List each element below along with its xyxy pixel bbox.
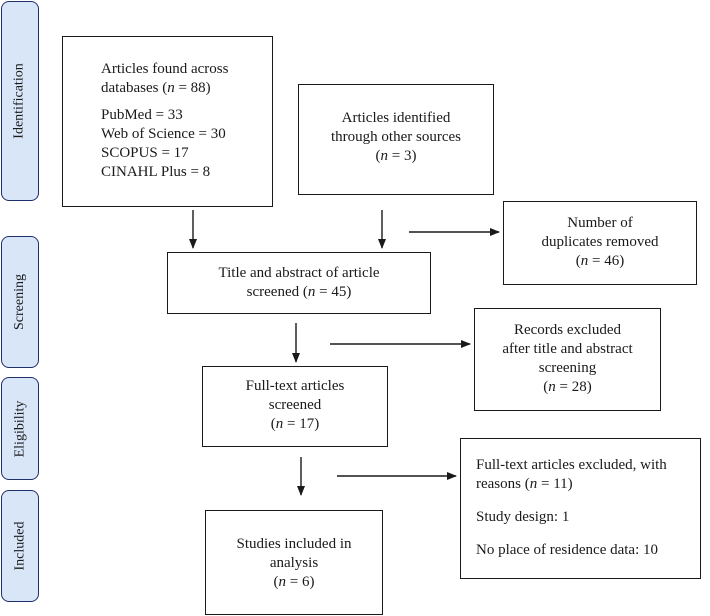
- reason-study-design: Study design: 1: [476, 509, 570, 525]
- source-scopus: SCOPUS = 17: [101, 145, 189, 161]
- fulltext-line1: Full-text articles: [245, 378, 345, 394]
- box-records-excluded: Records excluded after title and abstrac…: [474, 308, 661, 411]
- other-sources-line2: through other sources: [331, 129, 461, 145]
- box-databases: Articles found across databases (n = 88)…: [62, 36, 273, 207]
- fulltext-count: (n = 17): [270, 416, 320, 432]
- box-duplicates-removed: Number of duplicates removed (n = 46): [503, 201, 697, 285]
- box-fulltext-screened: Full-text articles screened (n = 17): [202, 366, 388, 447]
- fulltext-excluded-line1: Full-text articles excluded, with: [476, 457, 667, 473]
- reason-no-residence-data: No place of residence data: 10: [476, 542, 658, 558]
- title-abstract-line1: Title and abstract of article: [218, 265, 380, 281]
- source-cinahl-plus: CINAHL Plus = 8: [101, 164, 211, 180]
- duplicates-line2: duplicates removed: [541, 234, 659, 250]
- included-line1: Studies included in: [236, 536, 352, 552]
- other-sources-line1: Articles identified: [341, 110, 451, 126]
- fulltext-line2: screened: [268, 397, 322, 413]
- records-excluded-line1: Records excluded: [513, 322, 622, 338]
- databases-count: databases (n = 88): [101, 80, 211, 96]
- box-fulltext-excluded: Full-text articles excluded, with reason…: [460, 438, 701, 579]
- fulltext-excluded-count: reasons (n = 11): [476, 476, 573, 492]
- source-pubmed: PubMed = 33: [101, 107, 183, 123]
- phase-eligibility: Eligibility: [1, 377, 39, 480]
- duplicates-count: (n = 46): [575, 253, 625, 269]
- records-excluded-line3: screening: [538, 360, 597, 376]
- records-excluded-count: (n = 28): [543, 379, 592, 395]
- phase-identification: Identification: [1, 1, 39, 201]
- phase-screening: Screening: [1, 236, 39, 368]
- included-line2: analysis: [269, 555, 319, 571]
- box-studies-included: Studies included in analysis (n = 6): [205, 510, 383, 615]
- duplicates-line1: Number of: [567, 215, 633, 231]
- title-abstract-count: screened (n = 45): [246, 284, 352, 300]
- box-title-abstract-screened: Title and abstract of article screened (…: [167, 252, 431, 314]
- phase-included: Included: [1, 490, 39, 602]
- box-other-sources: Articles identified through other source…: [298, 84, 494, 195]
- records-excluded-line2: after title and abstract: [502, 341, 633, 357]
- included-count: (n = 6): [273, 574, 315, 590]
- source-web-of-science: Web of Science = 30: [101, 126, 226, 142]
- databases-heading: Articles found across: [101, 61, 229, 77]
- other-sources-count: (n = 3): [375, 148, 417, 164]
